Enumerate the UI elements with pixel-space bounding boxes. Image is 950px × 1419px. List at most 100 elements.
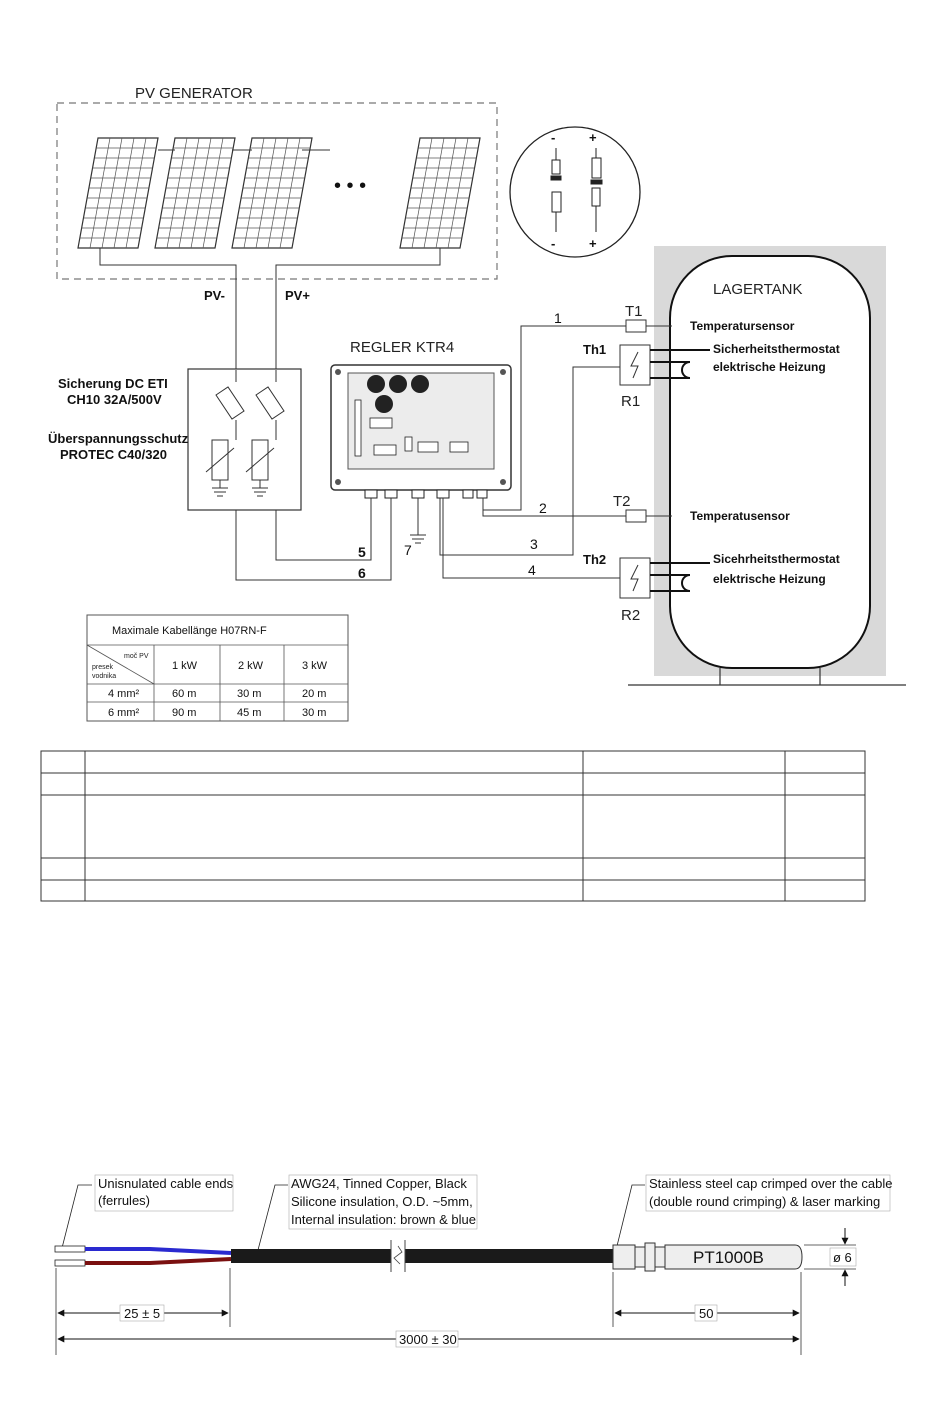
callout2-line3: Internal insulation: brown & blue (291, 1212, 476, 1227)
connector-plug-icon (550, 148, 603, 232)
controller-relay (404, 436, 413, 452)
controller-dip-strip (354, 399, 362, 457)
table-row-4mm: 4 mm² (108, 688, 140, 700)
table-cell-4mm-2kw: 30 m (237, 688, 261, 700)
controller-chip (369, 417, 393, 429)
thermostat2-line2: elektrische Heizung (713, 572, 826, 586)
pv-minus-string-wire (99, 248, 237, 370)
controller-screw-tr (500, 369, 506, 375)
controller-knob-1 (367, 375, 385, 393)
panels-ellipsis: • • • (334, 175, 366, 197)
tank-title: LAGERTANK (713, 281, 802, 298)
thermostat1-line1: Sicherheitsthermostat (713, 342, 840, 356)
probe-label: PT1000B (693, 1248, 764, 1267)
wire-numbers: 1 2 3 4 5 6 7 (358, 310, 562, 581)
fuse-label-line1: Sicherung DC ETI (58, 376, 168, 391)
callout3-leader (616, 1184, 645, 1247)
table-frame (86, 614, 349, 722)
wire-blue (85, 1247, 232, 1255)
wire-4 (442, 498, 620, 579)
wire-pv-minus (235, 498, 392, 581)
th1-heater-icon (630, 351, 639, 379)
solar-panel-1 (77, 137, 159, 249)
controller-title: REGLER KTR4 (350, 339, 454, 356)
dim-ends-box (119, 1304, 165, 1322)
t1-sensor (625, 319, 647, 333)
table-cell-6mm-3kw: 30 m (302, 707, 326, 719)
surge-label-line2: PROTEC C40/320 (60, 447, 167, 462)
t2-label: T2 (613, 493, 631, 510)
wiring (235, 325, 626, 581)
ferrule-brown (54, 1259, 86, 1267)
table-cell-6mm-1kw: 90 m (172, 707, 196, 719)
th1-label: Th1 (583, 342, 606, 357)
controller-screw-br (500, 479, 506, 485)
callout1-line2: (ferrules) (98, 1193, 150, 1208)
pv-generator-frame (56, 102, 498, 280)
wire-number-3: 3 (530, 536, 538, 552)
callout3-line1: Stainless steel cap crimped over the cab… (649, 1176, 893, 1191)
dim-total-box (395, 1330, 459, 1348)
r2-label: R2 (621, 607, 640, 624)
table-row-6mm: 6 mm² (108, 707, 140, 719)
wire-7-ground (410, 498, 426, 544)
th2-heater-element (650, 562, 710, 592)
callout2-leader (257, 1184, 288, 1251)
cable-break-gap (391, 1240, 405, 1272)
connector-minus-top: - (551, 130, 555, 145)
sensor1-label: Temperatursensor (690, 319, 795, 333)
callout2-box (288, 1174, 478, 1230)
controller-knob-3 (411, 375, 429, 393)
controller-screw-bl (335, 479, 341, 485)
wire-pv-plus (275, 498, 372, 561)
diameter-label: ø 6 (833, 1250, 852, 1265)
probe-body (664, 1244, 803, 1270)
table-col-2kw: 2 kW (238, 660, 264, 672)
thermostat2-line1: Sicehrheitsthermostat (713, 552, 840, 566)
cap-crimp-3 (644, 1242, 656, 1272)
fuse-box-frame (187, 368, 302, 511)
connector-plus-top: + (589, 130, 597, 145)
dim-ends-label: 25 ± 5 (124, 1306, 160, 1321)
table-cell-6mm-2kw: 45 m (237, 707, 261, 719)
wire-3 (439, 366, 620, 556)
fuse-label-line2: CH10 32A/500V (67, 392, 162, 407)
dim-ext-lines (55, 1268, 802, 1355)
controller-knob-2 (389, 375, 407, 393)
wire-number-6: 6 (358, 565, 366, 581)
callout1-leader (61, 1184, 92, 1249)
th2-label: Th2 (583, 552, 606, 567)
table-corner-mid: presek (92, 664, 114, 671)
connector-minus-bottom: - (551, 236, 555, 251)
tank-body (669, 255, 871, 669)
callout2-line2: Silicone insulation, O.D. ~5mm, (291, 1194, 473, 1209)
controller-ktr4: REGLER KTR4 (330, 339, 512, 499)
callout1-box (94, 1174, 234, 1212)
fuse-icon (205, 370, 285, 497)
black-cable (231, 1249, 613, 1263)
wire-number-7: 7 (404, 542, 412, 558)
t2-sensor (625, 509, 647, 523)
callout3-line2: (double round crimping) & laser marking (649, 1194, 880, 1209)
cap-crimp-2 (634, 1246, 646, 1268)
connector-plus-bottom: + (589, 236, 597, 251)
cable-break-zigzag (393, 1245, 403, 1265)
diameter-label-box (829, 1247, 857, 1267)
controller-terminal-1 (417, 441, 439, 453)
r1-label: R1 (621, 393, 640, 410)
table-corner-bottom: vodnika (92, 673, 116, 680)
controller-screw-tl (335, 369, 341, 375)
pv-minus-label: PV- (204, 288, 225, 303)
wire-2 (482, 498, 626, 517)
callout1-line1: Unisnulated cable ends (98, 1176, 234, 1191)
surge-label-line1: Überspannungsschutz (48, 431, 189, 446)
pv-generator: PV GENERATOR • • • PV- PV+ (56, 85, 498, 370)
table-title: Maximale Kabellänge H07RN-F (112, 625, 267, 637)
controller-terminal-2 (449, 441, 469, 453)
cap-crimp-1 (612, 1244, 636, 1270)
pv-generator-title: PV GENERATOR (135, 85, 253, 102)
dim-total-label: 3000 ± 30 (399, 1332, 457, 1347)
table-col-1kw: 1 kW (172, 660, 198, 672)
thermostat1-line2: elektrische Heizung (713, 360, 826, 374)
